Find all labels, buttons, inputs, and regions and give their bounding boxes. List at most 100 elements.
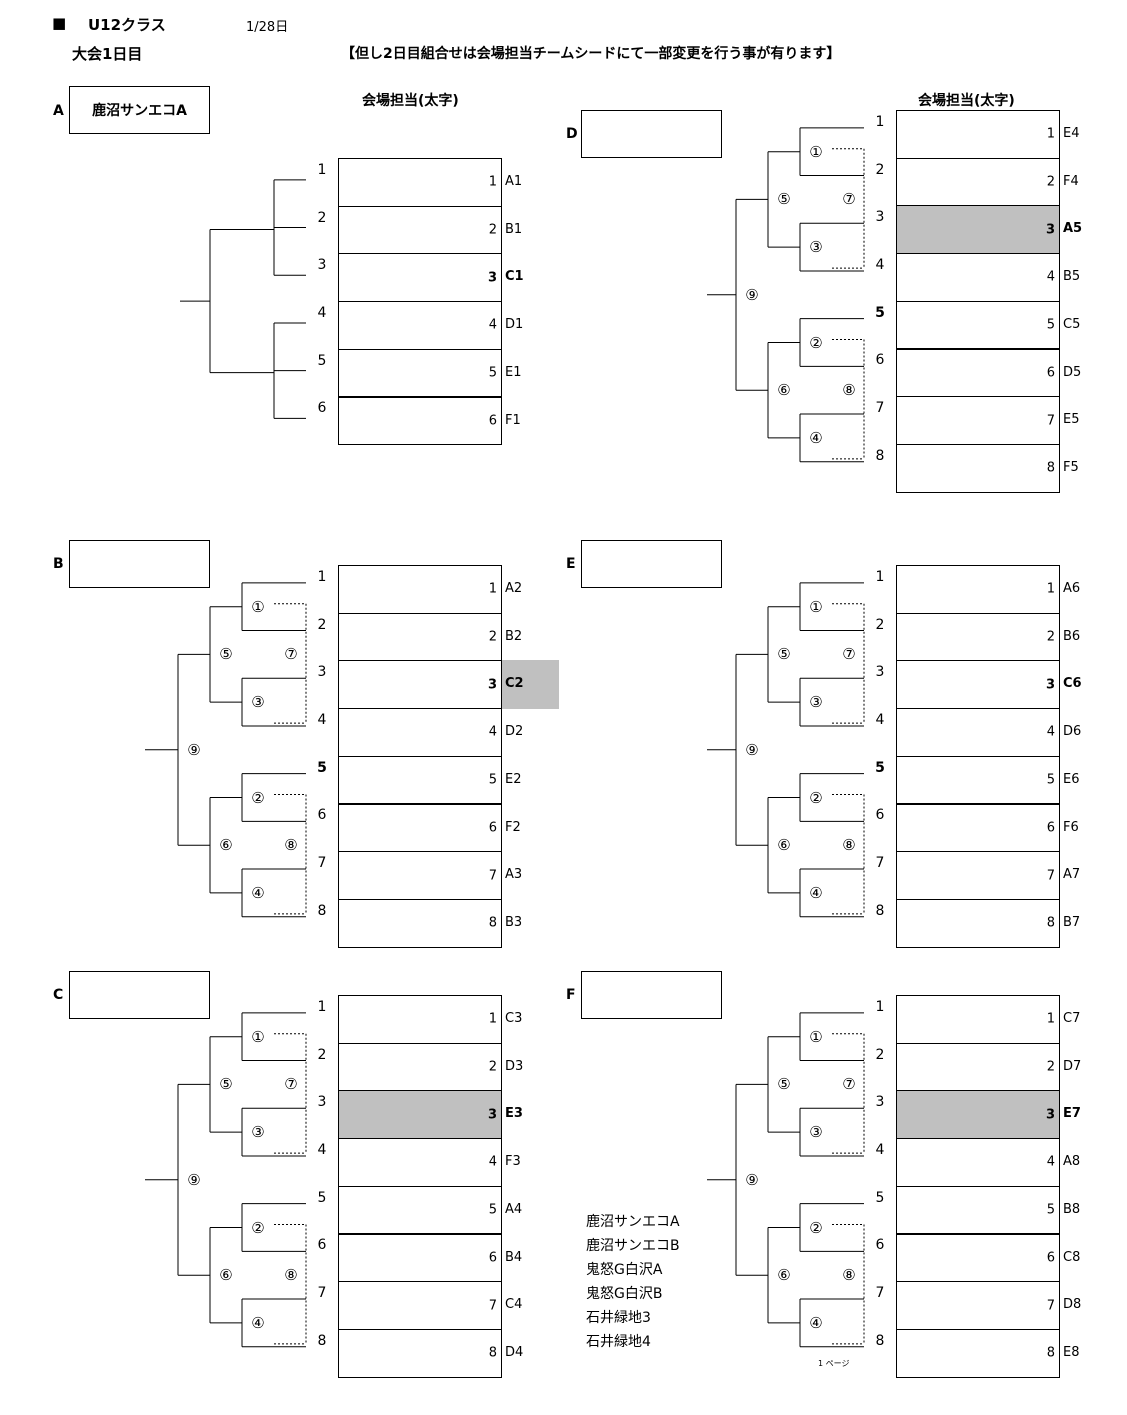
team-list-item: 石井緑地4 [586,1334,651,1350]
group-team-box: 鹿沼サンエコA [69,86,210,134]
slot-number: 8 [488,1345,497,1361]
match-number: ③ [251,693,265,712]
slot-number: 5 [1046,1202,1055,1218]
seed-number: 7 [875,400,885,417]
seed-number: 3 [317,1094,327,1111]
day-label: 大会1日目 [72,45,143,63]
seed-number: 1 [875,568,885,585]
slot-number: 3 [487,677,497,693]
match-number: ⑤ [777,645,791,664]
slot-code: A5 [1063,221,1083,237]
seed-number: 6 [875,807,885,824]
slot-number: 5 [1046,317,1055,333]
slot-code: D5 [1063,364,1082,380]
slot-code: C2 [502,660,559,710]
slot-code: F3 [505,1154,521,1170]
group-letter: A [53,103,64,119]
slot-code: F6 [1063,819,1079,835]
match-number: ⑦ [842,1075,856,1094]
slot-number: 1 [1046,581,1055,597]
match-number: ⑥ [219,836,233,855]
slot-code: B4 [505,1249,523,1265]
slot-code: E8 [1063,1344,1080,1360]
slot-code: F1 [505,412,521,428]
team-list-item: 石井緑地3 [586,1310,651,1326]
slot-code: D2 [505,724,524,740]
match-number: ⑤ [219,1075,233,1094]
seed-number: 5 [875,759,885,776]
slot-code: E7 [1063,1106,1081,1122]
seed-number: 2 [317,616,327,633]
match-number: ⑨ [745,740,759,759]
slot-code: D4 [505,1344,524,1360]
seed-number: 6 [317,400,327,417]
match-number: ⑨ [745,285,759,304]
seed-number: 3 [317,257,327,274]
slot-number: 4 [488,724,497,740]
slot-number: 2 [488,222,497,238]
seed-number: 8 [317,1332,327,1349]
match-number: ① [251,1027,265,1046]
group-letter: F [566,987,576,1003]
match-number: ④ [809,883,823,902]
slot-number: 5 [488,772,497,788]
slot-number: 1 [488,581,497,597]
slot-code: B2 [505,628,523,644]
match-number: ② [251,1218,265,1237]
bracket-slot: 8 [896,443,1060,493]
group-letter: D [566,126,578,142]
slot-number: 2 [488,629,497,645]
match-number: ⑤ [777,1075,791,1094]
slot-code: C5 [1063,316,1081,332]
bracket-slot: 3 [338,1090,502,1140]
match-number: ⑦ [842,190,856,209]
match-number: ⑥ [777,836,791,855]
seed-number: 5 [317,759,327,776]
group-team-box [69,540,210,588]
date-label: 1/28日 [246,20,289,35]
seed-number: 5 [317,352,327,369]
slot-number: 7 [1046,413,1055,429]
slot-number: 3 [1045,222,1055,238]
bracket-slot: 8 [338,898,502,948]
match-number: ⑥ [777,381,791,400]
match-number: ⑦ [284,1075,298,1094]
slot-number: 1 [1046,1011,1055,1027]
slot-code: A4 [505,1201,523,1217]
slot-number: 3 [1045,677,1055,693]
slot-code: D3 [505,1058,524,1074]
seed-number: 2 [317,1046,327,1063]
slot-code: C3 [505,1011,523,1026]
match-number: ① [809,142,823,161]
seed-number: 2 [875,161,885,178]
seed-number: 7 [875,855,885,872]
slot-code: B8 [1063,1201,1081,1217]
seed-number: 4 [317,711,327,728]
match-number: ① [809,597,823,616]
slot-number: 6 [488,413,497,429]
match-number: ⑦ [284,645,298,664]
seed-number: 5 [875,304,885,321]
seed-number: 4 [875,1141,885,1158]
slot-number: 4 [1046,724,1055,740]
header-square: ■ [52,14,67,32]
seed-number: 1 [317,161,327,178]
seed-number: 3 [875,1094,885,1111]
match-number: ⑧ [284,1266,298,1285]
match-number: ⑥ [777,1266,791,1285]
slot-number: 4 [1046,269,1055,285]
seed-number: 2 [875,616,885,633]
group-letter: B [53,556,64,572]
slot-code: D6 [1063,724,1082,740]
seed-number: 8 [875,1332,885,1349]
slot-number: 5 [1046,772,1055,788]
slot-number: 7 [488,1298,497,1314]
seed-number: 8 [875,447,885,464]
slot-number: 8 [488,915,497,931]
slot-code: E4 [1063,126,1080,141]
slot-code: C4 [505,1297,523,1313]
seed-number: 7 [317,855,327,872]
seed-number: 6 [317,807,327,824]
seed-number: 1 [875,113,885,130]
slot-number: 7 [488,868,497,884]
